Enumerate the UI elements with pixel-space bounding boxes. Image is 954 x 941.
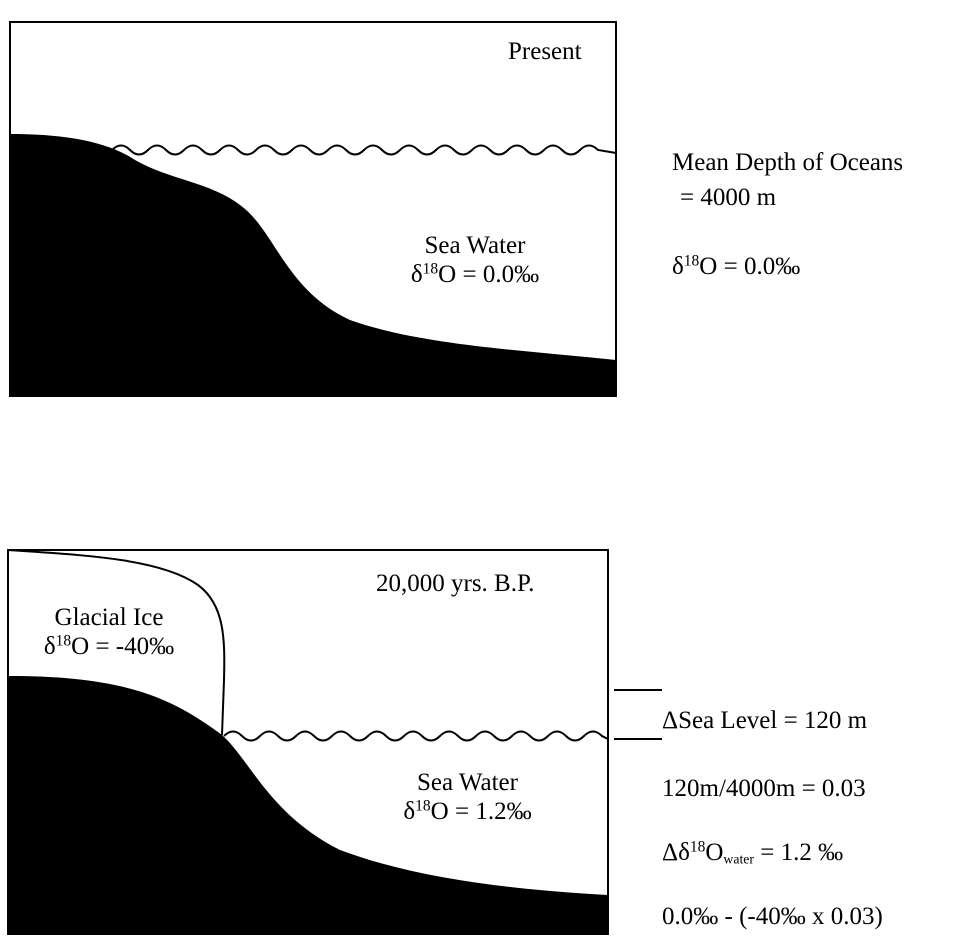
- glacial-ice-isotope-element: O: [71, 633, 90, 660]
- mean-depth-label: Mean Depth of Oceans: [672, 149, 904, 176]
- top-side-value: = 0.0‰: [717, 253, 801, 280]
- delta-water-element: O: [705, 839, 724, 866]
- glacial-ice-delta-symbol: δ: [43, 633, 56, 660]
- top-side-delta: δ18O = 0.0‰: [672, 252, 801, 280]
- sea-level-change-label: ΔSea Level = 120 m: [662, 707, 868, 734]
- top-sea-water-label: Sea Water δ18O = 0.0‰: [380, 233, 570, 287]
- bp-label: 20,000 yrs. B.P.: [376, 570, 535, 597]
- depth-ratio-label: 120m/4000m = 0.03: [662, 775, 866, 802]
- present-label: Present: [508, 38, 582, 65]
- glacial-ice-name: Glacial Ice: [54, 604, 164, 631]
- bottom-sea-water-isotope-mass: 18: [415, 797, 431, 815]
- top-side-delta-symbol: δ: [672, 253, 684, 280]
- glacial-ice-label: Glacial Ice δ18O = -40‰: [14, 605, 204, 659]
- bottom-sea-water-delta-symbol: δ: [403, 798, 416, 825]
- delta-water-prefix: Δδ: [662, 839, 690, 866]
- calculation-label: 0.0‰ - (-40‰ x 0.03): [662, 903, 883, 930]
- top-side-isotope-element: O: [699, 253, 718, 280]
- top-sea-water-delta: δ18O = 0.0‰: [380, 260, 570, 288]
- top-sea-water-isotope-element: O: [438, 261, 457, 288]
- top-sea-surface: [111, 144, 617, 156]
- top-sea-water-value: = 0.0‰: [456, 261, 540, 288]
- bottom-sea-water-name: Sea Water: [417, 769, 518, 796]
- top-sea-water-delta-symbol: δ: [410, 261, 423, 288]
- top-sea-water-name: Sea Water: [424, 232, 526, 259]
- bottom-sea-water-delta: δ18O = 1.2‰: [370, 797, 565, 825]
- bottom-seafloor: [8, 676, 608, 934]
- glacial-ice-delta: δ18O = -40‰: [14, 632, 204, 660]
- glacial-ice-outline: [7, 549, 226, 736]
- bottom-sea-surface: [223, 730, 609, 742]
- bottom-sea-water-label: Sea Water δ18O = 1.2‰: [370, 770, 565, 824]
- delta-water-value: = 1.2 ‰: [753, 839, 844, 866]
- delta-water-mass: 18: [689, 838, 706, 856]
- top-seafloor: [10, 134, 616, 396]
- top-sea-water-isotope-mass: 18: [422, 260, 439, 278]
- delta-water-subscript: water: [723, 851, 754, 867]
- bottom-sea-water-isotope-element: O: [430, 798, 449, 825]
- top-side-isotope-mass: 18: [683, 252, 700, 270]
- delta-water-label: Δδ18Owater = 1.2 ‰: [662, 838, 844, 867]
- glacial-ice-value: = -40‰: [89, 633, 175, 660]
- bottom-sea-water-value: = 1.2‰: [448, 798, 532, 825]
- mean-depth-value: = 4000 m: [680, 184, 777, 211]
- glacial-ice-isotope-mass: 18: [55, 632, 72, 650]
